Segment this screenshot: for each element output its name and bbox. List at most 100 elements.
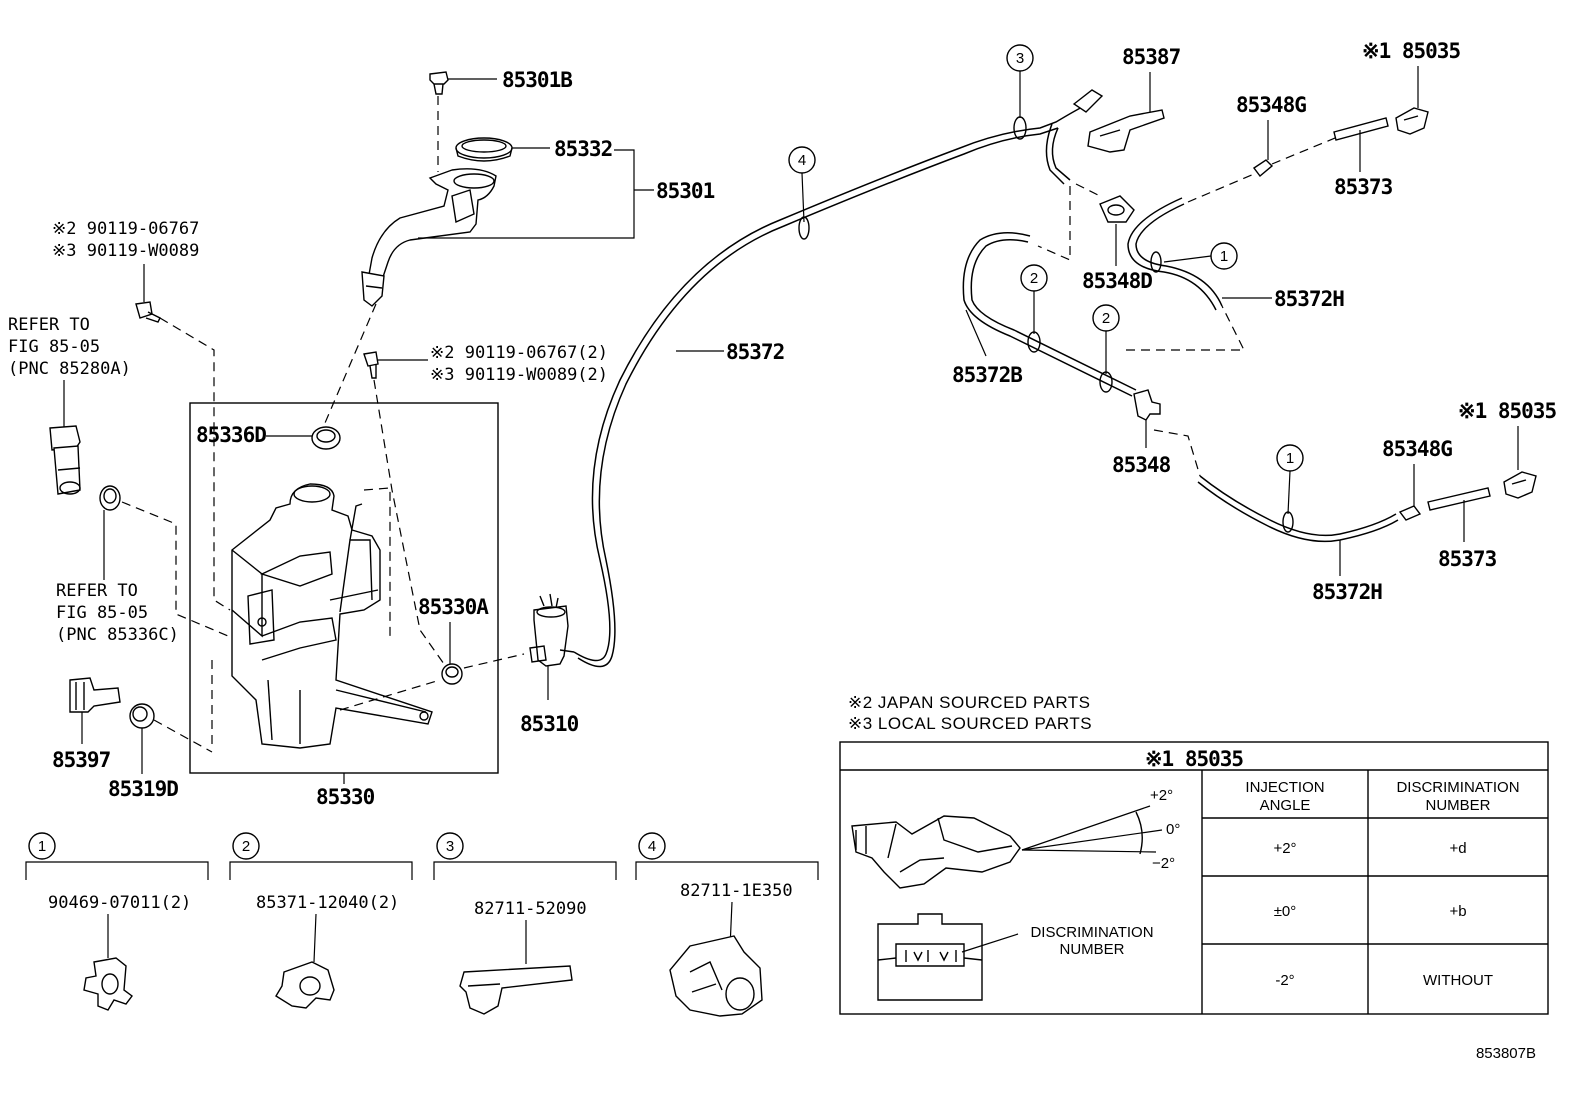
label-bolt2-b: ※3 90119-W0089(2) (430, 365, 608, 385)
joint-85348D-group: 85348D (1075, 183, 1153, 293)
tee-85348-drawing (1133, 389, 1161, 421)
label-85319D: 85319D (108, 777, 178, 801)
disc-label-line2: NUMBER (1059, 941, 1124, 958)
clip-2-drawing (275, 961, 335, 1009)
label-85035-mid: ※1 85035 (1458, 399, 1556, 423)
pump-85310-group: 85310 (520, 593, 580, 736)
grommet-85330A-group: 85330A (418, 595, 490, 685)
label-85372: 85372 (726, 340, 784, 364)
hose-85373-mid-drawing (1427, 487, 1491, 511)
label-85336D: 85336D (196, 423, 266, 447)
nozzle-85035-top-drawing (1395, 107, 1429, 135)
callout-2-hose-b: 2 (1092, 304, 1120, 393)
svg-text:4: 4 (798, 152, 806, 169)
svg-text:2: 2 (242, 838, 250, 855)
svg-text:1: 1 (38, 838, 46, 855)
refer-85280A-group: REFER TO FIG 85-05 (PNC 85280A) (8, 315, 131, 495)
clip-key-1: 1 90469-07011(2) (25, 832, 209, 1011)
disc-label-line1: DISCRIMINATION (1030, 924, 1153, 941)
row2-angle: ±0° (1274, 903, 1297, 920)
bracket-85387-drawing (1087, 109, 1165, 153)
hose-85372B-drawing (962, 232, 1137, 397)
bolt1-group: ※2 90119-06767 ※3 90119-W0089 (52, 219, 231, 611)
callout-2-hose-a: 2 (1020, 264, 1048, 353)
note-local-sourced: ※3 LOCAL SOURCED PARTS (848, 714, 1092, 733)
svg-text:2: 2 (1102, 310, 1110, 327)
label-85332: 85332 (554, 137, 612, 161)
callout-3-hose: 3 (1006, 44, 1034, 140)
callout-1-hose-top: 1 (1150, 242, 1238, 273)
label-85301: 85301 (656, 179, 715, 203)
hose-85373-top-drawing (1333, 117, 1389, 141)
hose-85372-drawing (573, 89, 1104, 668)
bolt2-group: ※2 90119-06767(2) ※3 90119-W0089(2) (363, 343, 608, 665)
clip-2-part: 85371-12040(2) (256, 893, 399, 913)
nozzle-table: ※1 85035 INJECTION ANGLE DISCRIMINATION … (839, 741, 1549, 1015)
angle-zero-mark: 0° (1166, 821, 1180, 838)
label-85348G-top: 85348G (1236, 93, 1306, 117)
clip-3-part: 82711-52090 (474, 899, 587, 919)
header-discrimination: DISCRIMINATION (1396, 779, 1519, 796)
label-85035-top: ※1 85035 (1362, 39, 1460, 63)
svg-text:3: 3 (1016, 50, 1024, 67)
svg-text:3: 3 (446, 838, 454, 855)
label-85348G-mid: 85348G (1382, 437, 1452, 461)
nozzle-top-group: 85348G 85373 ※1 85035 (1187, 39, 1461, 203)
row2-number: +b (1449, 903, 1466, 920)
cap-85336D-drawing (311, 426, 341, 450)
label-85373-top: 85373 (1334, 175, 1393, 199)
clip-3-drawing (459, 965, 573, 1015)
clip-key-3: 3 82711-52090 (433, 832, 617, 1015)
header-injection: INJECTION (1245, 779, 1324, 796)
hose-85372H-top-drawing (1127, 197, 1223, 311)
cap-85332-drawing (455, 137, 513, 162)
clip-key-2: 2 85371-12040(2) (229, 832, 413, 1009)
label-bolt2-a: ※2 90119-06767(2) (430, 343, 608, 363)
svg-text:1: 1 (1220, 248, 1228, 265)
label-85348D: 85348D (1082, 269, 1152, 293)
sensor-85397-group: 85397 85319D (52, 677, 213, 801)
pump-85280A-drawing (49, 425, 81, 495)
header-number: NUMBER (1425, 797, 1490, 814)
pump-85310-drawing (529, 593, 575, 667)
label-85301B: 85301B (502, 68, 572, 92)
tank-85336D-label-group: 85336D (196, 423, 341, 450)
nozzle-mid-group: 85348G 85373 ※1 85035 (1382, 399, 1557, 571)
joint-85348D-drawing (1099, 195, 1135, 223)
callout-1-hose-mid: 1 (1276, 444, 1304, 533)
label-refer2-b: FIG 85-05 (56, 603, 148, 623)
row1-angle: +2° (1273, 840, 1296, 857)
grommet-85336C-drawing (99, 485, 121, 511)
label-refer1-b: FIG 85-05 (8, 337, 100, 357)
label-85372B: 85372B (952, 363, 1022, 387)
grommet-85330A-drawing (441, 663, 463, 685)
washer-tank-drawing (231, 483, 433, 749)
filler-neck-group: 85301B 85332 85301 (321, 68, 716, 431)
check-valve-top-drawing (1252, 159, 1274, 178)
clip-key-4: 4 82711-1E350 (635, 832, 819, 1017)
angle-plus-mark: +2° (1150, 787, 1173, 804)
svg-text:1: 1 (1286, 450, 1294, 467)
label-85387: 85387 (1122, 45, 1181, 69)
label-85372H-top: 85372H (1274, 287, 1344, 311)
label-bolt1-a: ※2 90119-06767 (52, 219, 199, 239)
label-85373-mid: 85373 (1438, 547, 1497, 571)
table-title: ※1 85035 (1145, 747, 1243, 771)
svg-text:4: 4 (648, 838, 656, 855)
callout-4-hose: 4 (788, 146, 816, 240)
grommet-85319D-drawing (129, 703, 155, 729)
note-japan-sourced: ※2 JAPAN SOURCED PARTS (848, 693, 1091, 712)
filler-pipe-drawing (361, 168, 497, 307)
label-85330A: 85330A (418, 595, 489, 619)
label-refer1-c: (PNC 85280A) (8, 359, 131, 379)
label-refer1-a: REFER TO (8, 315, 90, 335)
sensor-85397-drawing (69, 677, 121, 713)
bracket-85387-group: 85387 (1037, 45, 1182, 261)
bolt2-drawing (363, 351, 379, 379)
nozzle-angle-illustration (851, 805, 1163, 889)
label-85372H-mid: 85372H (1312, 580, 1382, 604)
nozzle-85035-mid-drawing (1503, 471, 1537, 499)
label-85310: 85310 (520, 712, 579, 736)
clip-1-part: 90469-07011(2) (48, 893, 191, 913)
